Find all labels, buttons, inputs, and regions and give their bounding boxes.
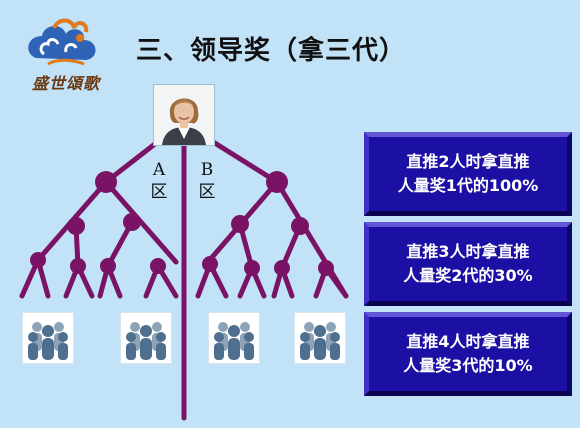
tree-node (30, 252, 46, 268)
people-group-icon (294, 312, 346, 364)
tree-node (150, 258, 166, 274)
tree-node (67, 217, 85, 235)
tree-node (318, 260, 334, 276)
branch-right-main (207, 137, 280, 185)
branch-left-main (103, 137, 163, 185)
tree-node (274, 260, 290, 276)
people-group-icon (208, 312, 260, 364)
zone-a-char: 区 (150, 182, 168, 202)
businesswoman-portrait-icon (154, 85, 214, 145)
tree-node (202, 256, 218, 272)
zone-b-letter: B (200, 160, 214, 180)
company-logo: 盛世頌歌 (14, 14, 118, 102)
info-box-generation-3: 直推4人时拿直推 人量奖3代的10% (364, 312, 572, 396)
tree-node (70, 258, 86, 274)
info-box-text: 直推2人时拿直推 人量奖1代的100% (397, 152, 539, 195)
tree-node (231, 215, 249, 233)
zone-b-char: 区 (198, 182, 216, 202)
swirl-cloud-emblem-icon (28, 18, 96, 66)
info-box-generation-1: 直推2人时拿直推 人量奖1代的100% (364, 132, 572, 216)
logo-text: 盛世頌歌 (31, 74, 100, 93)
tree-node (100, 258, 116, 274)
tree-node (291, 217, 309, 235)
people-group-icon (120, 312, 172, 364)
tree-node (244, 260, 260, 276)
tree-node (123, 213, 141, 231)
page-title: 三、领导奖（拿三代） (136, 36, 407, 66)
info-box-generation-2: 直推3人时拿直推 人量奖2代的30% (364, 222, 572, 306)
info-box-text: 直推3人时拿直推 人量奖2代的30% (403, 242, 533, 285)
people-group-icon (22, 312, 74, 364)
leader-avatar (153, 84, 215, 146)
zone-a-letter: A (152, 160, 166, 180)
tree-node (266, 171, 288, 193)
tree-node (95, 171, 117, 193)
info-box-text: 直推4人时拿直推 人量奖3代的10% (403, 332, 533, 375)
